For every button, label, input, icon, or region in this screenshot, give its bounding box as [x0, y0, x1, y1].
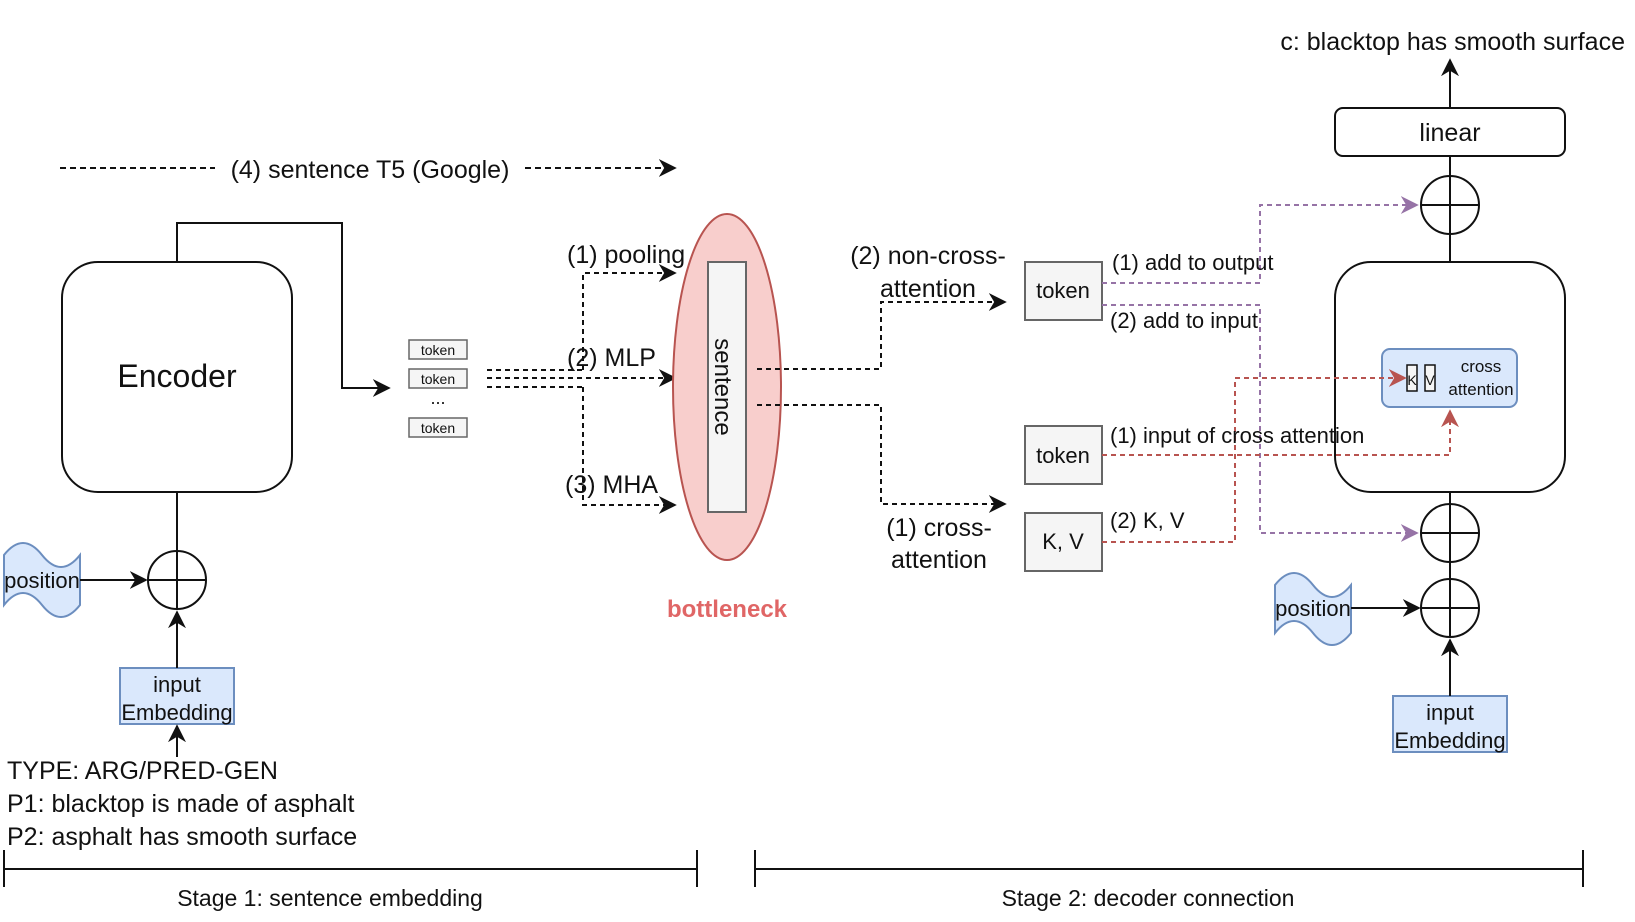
cross-label-2: attention — [891, 546, 987, 574]
method-routes — [487, 264, 677, 514]
input-p2: P2: asphalt has smooth surface — [7, 823, 357, 851]
decoder-position-add-icon — [1420, 578, 1480, 638]
token-stack: token token ... token — [408, 339, 468, 438]
decoder-position-tape: position — [1274, 572, 1421, 646]
token-stack-label: token — [421, 342, 455, 358]
linear-label: linear — [1419, 119, 1480, 147]
mlp-label: (2) MLP — [567, 344, 656, 372]
cross-attention-line2: attention — [1448, 380, 1513, 399]
add-to-output-label: (1) add to output — [1112, 250, 1273, 275]
encoder-add-icon — [147, 550, 207, 610]
bottleneck: sentence bottleneck — [667, 213, 788, 623]
encoder-input-embedding: input Embedding — [119, 610, 235, 757]
encoder-embedding-line1: input — [153, 672, 201, 697]
decoder-output-add-icon — [1420, 175, 1480, 235]
token-stack-label: token — [421, 371, 455, 387]
input-premises: TYPE: ARG/PRED-GEN P1: blacktop is made … — [7, 757, 357, 851]
non-cross-label-2: attention — [880, 275, 976, 303]
stage2-label: Stage 2: decoder connection — [1002, 885, 1295, 911]
encoder-position-label: position — [4, 568, 80, 593]
pooling-label: (1) pooling — [567, 241, 685, 269]
output-label: c: blacktop has smooth surface — [1280, 28, 1625, 56]
connection-routes — [757, 293, 1007, 513]
stage2-token-top: token — [1024, 261, 1103, 321]
non-cross-label-1: (2) non-cross- — [850, 242, 1006, 270]
input-type: TYPE: ARG/PRED-GEN — [7, 757, 278, 785]
stage2-bracket — [754, 850, 1584, 887]
stage2-kv: K, V — [1024, 512, 1103, 572]
decoder-input-add-icon — [1420, 503, 1480, 563]
cross-attention-box: K V cross attention — [1381, 348, 1518, 408]
stage1-label: Stage 1: sentence embedding — [177, 885, 483, 911]
encoder-title: Encoder — [117, 358, 237, 394]
decoder-position-label: position — [1275, 596, 1351, 621]
decoder-embedding-line1: input — [1426, 700, 1474, 725]
decoder-output: c: blacktop has smooth surface — [1280, 28, 1625, 108]
kv-box-label: K, V — [1042, 529, 1084, 554]
cross-attention-line1: cross — [1461, 357, 1502, 376]
cross-connections — [1102, 369, 1459, 543]
linear-layer: linear — [1334, 107, 1566, 157]
stage1-bracket — [3, 850, 698, 887]
input-of-cross-label: (1) input of cross attention — [1110, 423, 1364, 448]
encoder-embedding-line2: Embedding — [121, 700, 232, 725]
input-p1: P1: blacktop is made of asphalt — [7, 790, 354, 818]
add-to-input-label: (2) add to input — [1110, 308, 1258, 333]
cross-v-label: V — [1425, 372, 1435, 388]
encoder-block: Encoder — [61, 222, 391, 551]
bottleneck-label: bottleneck — [667, 596, 788, 623]
t5-sentence-route: (4) sentence T5 (Google) — [60, 156, 677, 184]
kv-connection-label: (2) K, V — [1110, 508, 1185, 533]
stage2-token-cross: token — [1024, 425, 1103, 485]
decoder-input-embedding: input Embedding — [1392, 638, 1508, 753]
token-stack-ellipsis: ... — [430, 388, 445, 408]
decoder-embedding-line2: Embedding — [1394, 728, 1505, 753]
cross-label-1: (1) cross- — [886, 514, 992, 542]
encoder-position-tape: position — [3, 542, 148, 618]
cross-k-label: K — [1407, 372, 1417, 388]
add-connections — [1102, 196, 1419, 542]
t5-label: (4) sentence T5 (Google) — [231, 156, 510, 184]
token-top-label: token — [1036, 278, 1090, 303]
sentence-label: sentence — [709, 338, 736, 435]
token-stack-label: token — [421, 420, 455, 436]
mha-label: (3) MHA — [565, 471, 658, 499]
token-cross-label: token — [1036, 443, 1090, 468]
